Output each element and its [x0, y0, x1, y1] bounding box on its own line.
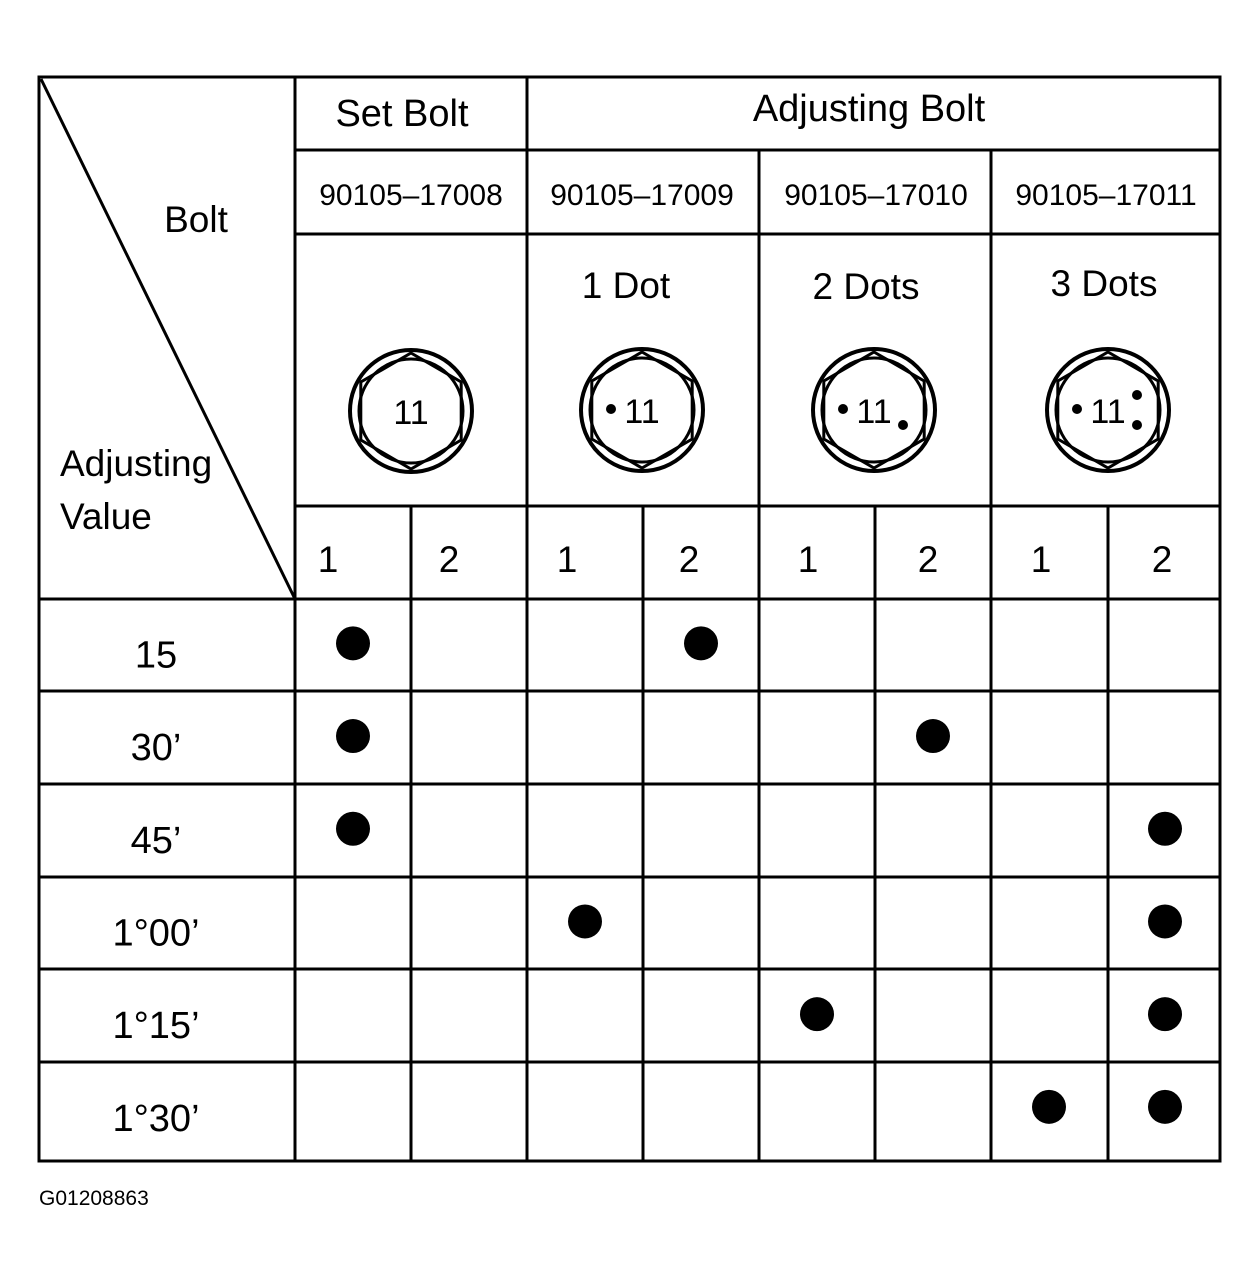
- table-row: 30’: [131, 719, 950, 769]
- bolt-identification-dot: [1072, 404, 1082, 414]
- bolt-hex-outline: [590, 350, 694, 470]
- table-row: 1°15’: [112, 997, 1182, 1047]
- mark-label-1-dot: 1 Dot: [582, 265, 671, 306]
- bolt-identification-dot: [838, 404, 848, 414]
- position-label-5: 1: [798, 539, 819, 580]
- part-number-17011: 90105–17011: [1015, 179, 1196, 212]
- part-number-17010: 90105–17010: [784, 179, 968, 212]
- table-row: 1°30’: [112, 1089, 1182, 1140]
- adjusting-value-label: 30’: [131, 727, 182, 769]
- bolt-head-text: 11: [1090, 393, 1125, 431]
- selection-dot: [1148, 904, 1182, 939]
- selection-dot: [1148, 997, 1182, 1032]
- bolt-head-text: 11: [856, 393, 891, 431]
- position-label-6: 2: [918, 539, 939, 580]
- adjusting-axis-label-line2: Value: [60, 496, 152, 537]
- bolt-washer-inner-ring: [1054, 356, 1162, 464]
- mark-label-2-dots: 2 Dots: [813, 266, 920, 307]
- bolt-washer-outer-ring: [579, 347, 705, 473]
- bolt-identification-dot: [606, 404, 616, 414]
- bolt-hex-outline: [1056, 350, 1160, 470]
- adjusting-value-label: 1°30’: [112, 1098, 199, 1140]
- adjusting-value-rows: 15 30’ 45’ 1°00’ 1°15’ 1°30’: [112, 626, 1182, 1140]
- bolt-axis-label: Bolt: [164, 199, 228, 240]
- selection-dot: [684, 626, 718, 661]
- selection-dot: [1032, 1089, 1066, 1124]
- bolt-identification-dot: [1132, 390, 1142, 400]
- bolt-washer-inner-ring: [357, 357, 465, 465]
- mark-label-3-dots: 3 Dots: [1051, 263, 1158, 304]
- table-border: [37, 75, 1222, 1163]
- table-row: 45’: [131, 811, 1182, 862]
- selection-dot: [336, 626, 370, 661]
- selection-dot: [800, 997, 834, 1032]
- adjusting-bolt-header: Adjusting Bolt: [753, 88, 986, 130]
- set-bolt-header: Set Bolt: [335, 93, 469, 135]
- bolt-head-1: 11: [348, 348, 474, 474]
- corner-diagonal: [39, 78, 297, 600]
- bolt-head-text: 11: [624, 393, 659, 431]
- bolt-head-text: 11: [393, 394, 428, 432]
- selection-dot: [916, 719, 950, 754]
- bolt-identification-dot: [1132, 420, 1142, 430]
- adjusting-value-label: 15: [135, 634, 177, 676]
- table-row: 15: [135, 626, 718, 676]
- bolt-washer-inner-ring: [588, 356, 696, 464]
- adjusting-value-label: 1°15’: [112, 1005, 199, 1047]
- position-label-7: 1: [1031, 539, 1052, 580]
- bolt-washer-outer-ring: [1045, 347, 1171, 473]
- selection-dot: [1148, 811, 1182, 846]
- adjusting-axis-label-line1: Adjusting: [60, 443, 212, 484]
- position-label-8: 2: [1152, 539, 1173, 580]
- position-labels: 1 2 1 2 1 2 1 2: [318, 539, 1173, 580]
- bolt-washer-inner-ring: [820, 356, 928, 464]
- adjusting-value-label: 45’: [131, 820, 182, 862]
- position-label-3: 1: [557, 539, 578, 580]
- bolt-head-3: 11: [811, 347, 937, 473]
- bolt-washer-outer-ring: [348, 348, 474, 474]
- adjusting-value-label: 1°00’: [112, 912, 199, 954]
- selection-dot: [336, 811, 370, 846]
- position-label-4: 2: [679, 539, 700, 580]
- part-number-17009: 90105–17009: [550, 179, 734, 212]
- figure-id: G01208863: [39, 1187, 149, 1210]
- position-label-2: 2: [439, 539, 460, 580]
- bolt-hex-outline: [359, 351, 463, 471]
- position-label-1: 1: [318, 539, 339, 580]
- part-number-17008: 90105–17008: [319, 179, 503, 212]
- bolt-hex-outline: [822, 350, 926, 470]
- table-row: 1°00’: [112, 904, 1182, 954]
- selection-dot: [568, 904, 602, 939]
- bolt-head-drawings: 11 11 11 11: [348, 347, 1171, 474]
- bolt-head-4: 11: [1045, 347, 1171, 473]
- bolt-washer-outer-ring: [811, 347, 937, 473]
- selection-dot: [1148, 1089, 1182, 1124]
- table-grid: [37, 75, 1222, 1163]
- bolt-identification-dot: [898, 420, 908, 430]
- bolt-head-2: 11: [579, 347, 705, 473]
- selection-dot: [336, 719, 370, 754]
